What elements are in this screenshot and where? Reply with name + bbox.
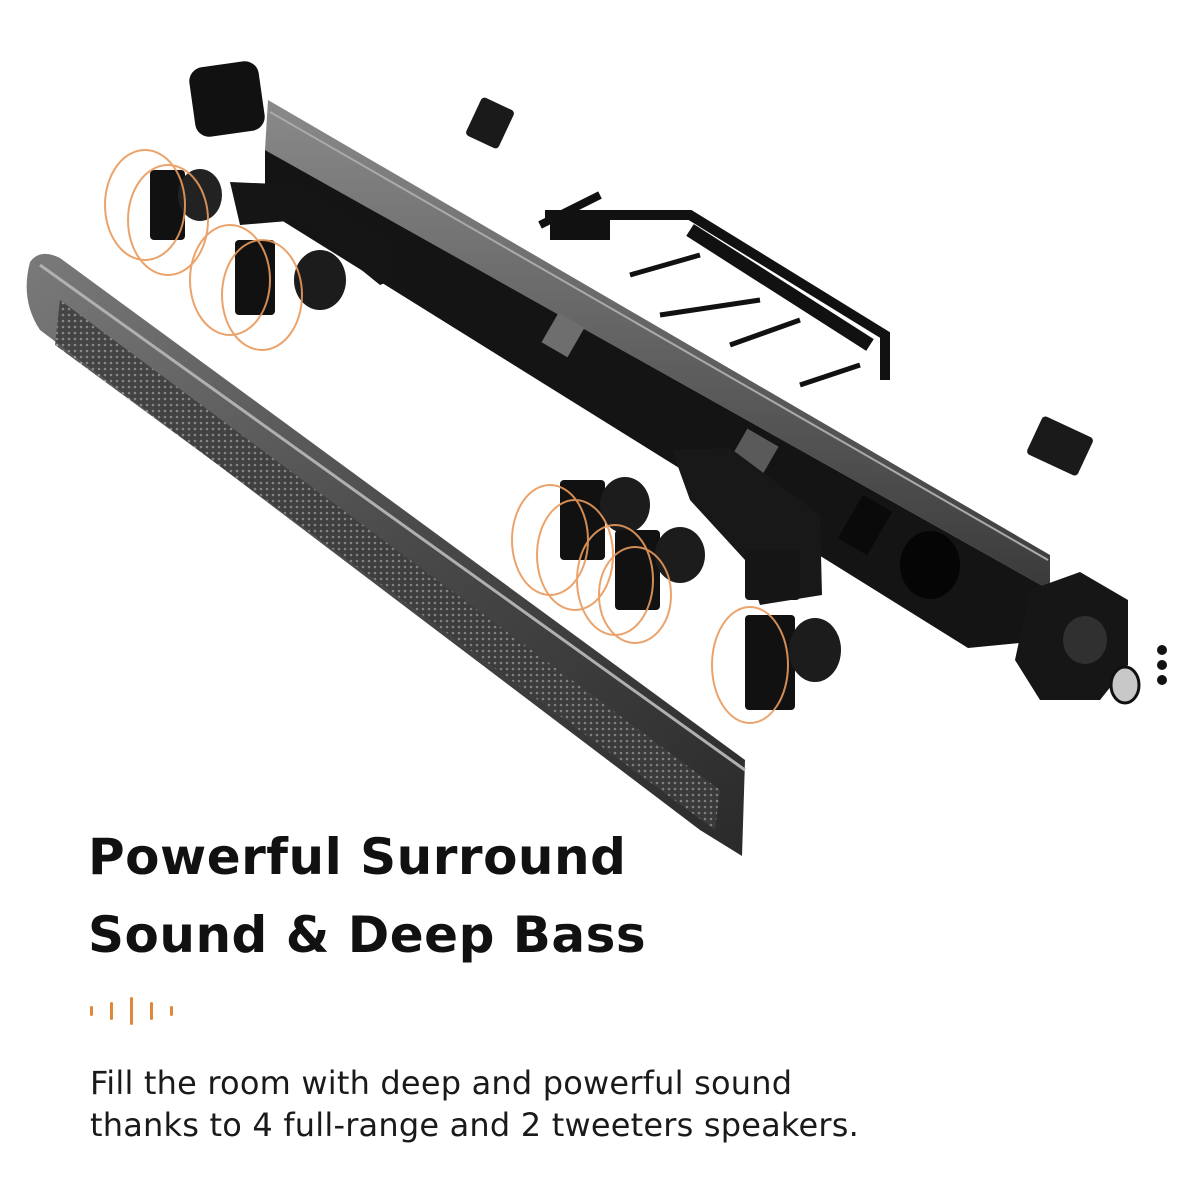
side-arm-left bbox=[230, 182, 392, 285]
grille-cover bbox=[26, 253, 746, 857]
small-clip bbox=[466, 97, 514, 149]
sound-wave-rings bbox=[104, 149, 789, 724]
description-line-2: thanks to 4 full-range and 2 tweeters sp… bbox=[90, 1106, 860, 1144]
headline: Powerful Surround Sound & Deep Bass bbox=[88, 818, 646, 974]
description-line-1: Fill the room with deep and powerful sou… bbox=[90, 1064, 793, 1102]
small-clip bbox=[1027, 416, 1093, 476]
tweeter bbox=[745, 615, 841, 710]
main-chassis bbox=[265, 100, 1050, 648]
internal-bracket bbox=[538, 191, 890, 388]
end-cap-right bbox=[1015, 572, 1167, 705]
full-range-driver bbox=[615, 527, 705, 610]
tweeter bbox=[745, 550, 800, 600]
full-range-driver bbox=[150, 169, 222, 240]
headline-line-2: Sound & Deep Bass bbox=[88, 906, 647, 964]
headline-line-1: Powerful Surround bbox=[88, 828, 627, 886]
full-range-driver bbox=[235, 240, 346, 315]
description: Fill the room with deep and powerful sou… bbox=[90, 1062, 859, 1146]
end-cap-left bbox=[189, 61, 265, 137]
sound-wave-bars-icon bbox=[90, 995, 190, 1027]
